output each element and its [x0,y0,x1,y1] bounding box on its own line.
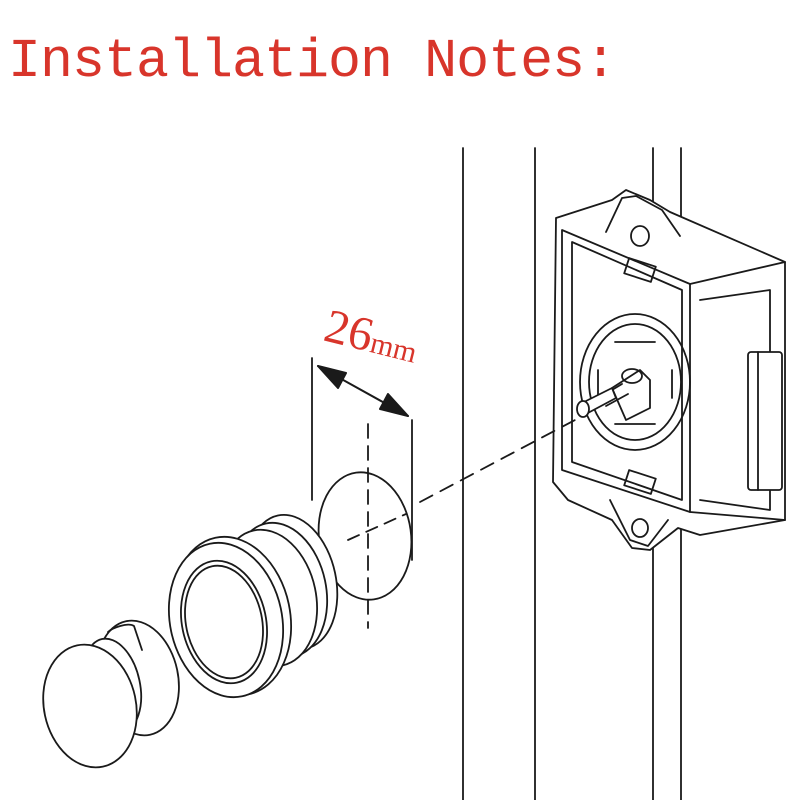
push-button [42,619,180,769]
dimension-arrow [317,365,409,417]
axis-line [419,419,576,503]
drill-hole [311,357,413,629]
dimension-label: 26mm [319,299,424,373]
page-title: Installation Notes: [8,30,617,93]
bushing [167,513,339,699]
dimension-unit: mm [367,326,420,369]
lock-body [552,189,786,551]
